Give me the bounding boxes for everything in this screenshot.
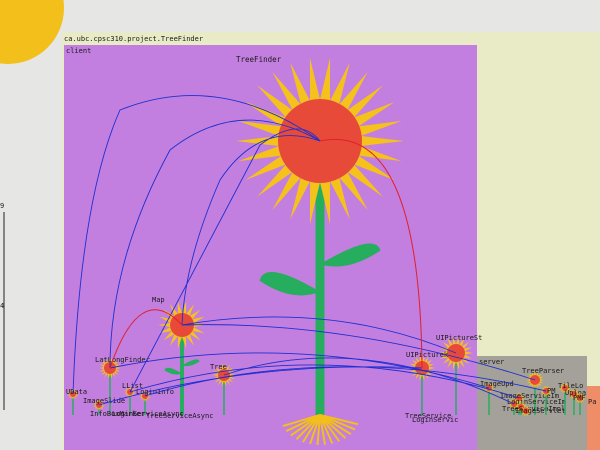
flower-center: [577, 395, 583, 401]
flower-label: LoginInfo: [136, 388, 174, 396]
leaf: [259, 272, 320, 296]
root: [319, 414, 341, 442]
flower-label: LList: [122, 382, 143, 390]
right-block-label: Pa: [588, 398, 596, 406]
main-flower-label: TreeFinder: [236, 55, 282, 64]
flower-imageservlet[interactable]: [520, 405, 532, 417]
edge-blue: [181, 324, 536, 381]
edge-blue: [98, 366, 423, 406]
axis-tick-lower: 4: [0, 302, 4, 310]
flower-label: UIPicturek: [406, 351, 449, 359]
flower-pmf[interactable]: [574, 392, 586, 415]
leaf: [182, 359, 200, 367]
flower-label: PM: [547, 387, 555, 395]
server-label: server: [479, 358, 504, 366]
root: [319, 414, 356, 431]
root: [282, 414, 321, 428]
flower-center: [518, 404, 524, 410]
flower-label: Uploa: [565, 389, 586, 397]
bottom-label: TreeService: [405, 412, 451, 420]
axis-tick-upper: 9: [0, 202, 4, 210]
sun-icon: [0, 0, 64, 64]
root: [319, 414, 347, 439]
flower-label: TreeParser: [522, 367, 564, 375]
root: [309, 414, 321, 445]
bottom-label: TreeServiceAsync: [146, 412, 213, 420]
flower-center: [523, 408, 529, 414]
flower-label: ImageSlide: [83, 397, 125, 405]
edge-blue: [181, 316, 457, 354]
root: [302, 414, 321, 443]
flower-label: LatLongFinder: [95, 356, 150, 364]
flower-label: LoginServiceIm: [507, 398, 566, 406]
edge-blue: [223, 357, 515, 405]
server-region[interactable]: [477, 356, 587, 450]
leaf: [320, 243, 381, 267]
flower-label: TileLo: [558, 382, 583, 390]
edge-red: [109, 309, 183, 369]
flower-label: ImageServlet: [515, 407, 566, 415]
flower-label: Map: [152, 296, 165, 304]
root: [316, 414, 321, 446]
client-label: client: [66, 47, 91, 55]
root: [290, 414, 321, 437]
root: [319, 414, 326, 445]
flower-label: ImageServiceIm: [500, 392, 559, 400]
bottom-label: LoginServiceAsync: [112, 410, 184, 418]
edge-blue: [72, 95, 321, 395]
flower-label: Tree: [210, 363, 227, 371]
root: [319, 414, 334, 444]
root: [295, 414, 321, 440]
package-label: ca.ubc.cpsc310.project.TreeFinder: [64, 35, 203, 43]
flower-label: UIPictureSt: [436, 334, 482, 342]
flower-label: ImageUpd: [480, 380, 514, 388]
edge-blue: [144, 366, 547, 397]
bottom-label: LoginServic: [412, 416, 458, 424]
root: [319, 414, 352, 435]
edge-blue: [109, 119, 321, 369]
bottom-label: InfoBoxMarker: [90, 410, 145, 418]
flower-center: [571, 391, 577, 397]
right-block-region[interactable]: [587, 386, 600, 450]
dependency-edges: [72, 95, 547, 406]
flower-label: PMF: [573, 394, 586, 402]
flower-tilelo[interactable]: [559, 382, 571, 415]
flower-center: [562, 385, 568, 391]
edge-blue: [129, 128, 321, 393]
flower-label: TreeServiceImpl: [502, 405, 565, 413]
leaf: [164, 367, 182, 375]
flower-label: UData: [66, 388, 87, 396]
edge-red: [319, 138, 423, 369]
